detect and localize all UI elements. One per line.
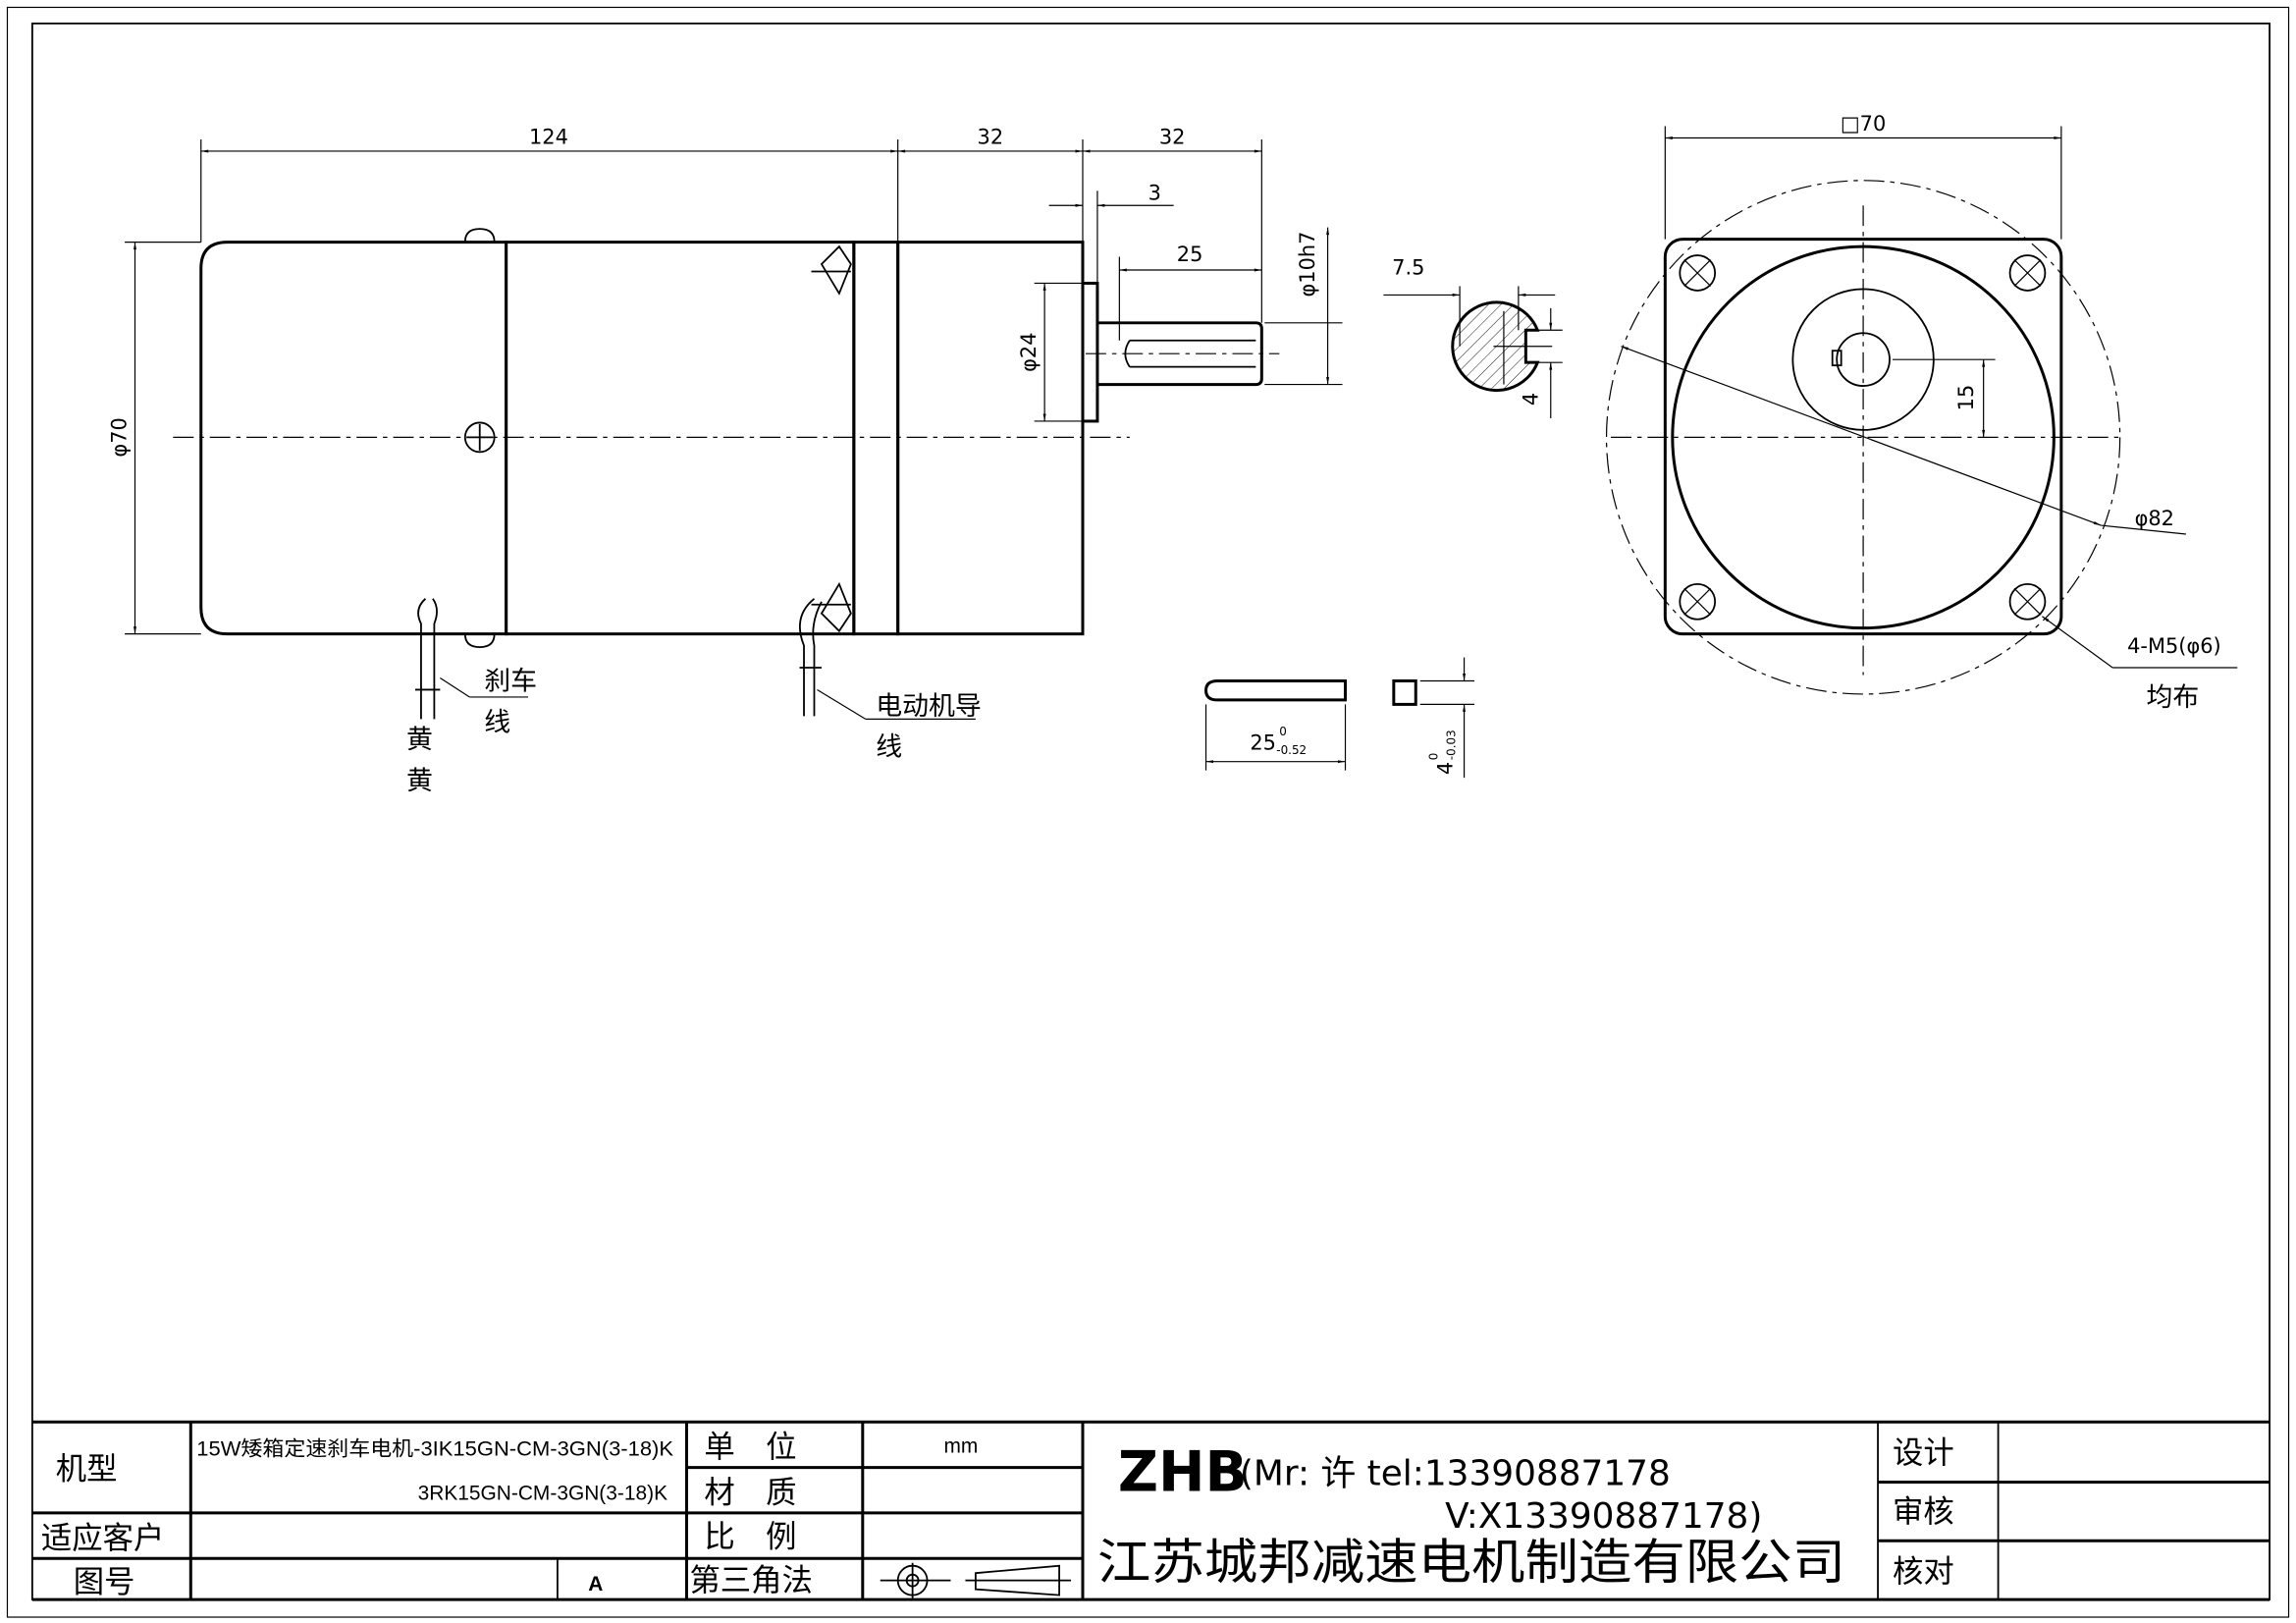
contact-line-1: (Mr: 许 tel:13390887178 (1240, 1454, 1671, 1494)
contact-line-2: V:X13390887178) (1445, 1496, 1762, 1537)
label-motor-lead-2: 线 (876, 732, 902, 763)
dim-key-width-upper: 0 (1427, 753, 1441, 761)
dim-key-length-lower: -0.52 (1276, 743, 1307, 757)
dim-square-70: □70 (1841, 112, 1886, 135)
mounting-hole (2008, 254, 2047, 292)
dim-holes: 4-M5(φ6) (2127, 634, 2221, 658)
dim-32-gearbox: 32 (978, 125, 1004, 148)
customer-label: 适应客户 (41, 1521, 165, 1556)
dim-phi10h7: φ10h7 (1296, 232, 1319, 298)
company-name: 江苏城邦减速电机制造有限公司 (1097, 1534, 1845, 1591)
shaft-section: 7.5 4 (1383, 255, 1563, 418)
drawing-no-label: 图号 (74, 1565, 135, 1600)
scale-label: 比 例 (704, 1519, 796, 1554)
brand: ZHB (1118, 1439, 1248, 1504)
check-label: 核对 (1893, 1554, 1954, 1590)
model-line-2: 3RK15GN-CM-3GN(3-18)K (418, 1482, 667, 1504)
model-line-1: 15W矮箱定速刹车电机-3IK15GN-CM-3GN(3-18)K (196, 1438, 673, 1461)
dim-25: 25 (1177, 243, 1203, 266)
mounting-hole (2008, 582, 2047, 621)
dim-key-width-lower: -0.03 (1445, 730, 1459, 760)
label-brake-line: 刹车 (484, 666, 537, 696)
dim-phi82: φ82 (2135, 507, 2174, 530)
front-view: □70 15 φ82 4-M5(φ6) 均布 (1605, 112, 2238, 713)
dim-3: 3 (1148, 181, 1161, 204)
material-label: 材 质 (704, 1475, 796, 1510)
label-motor-lead: 电动机导 (876, 691, 982, 722)
dim-4-keyway: 4 (1519, 393, 1542, 406)
motor-wire (798, 598, 823, 717)
title-block: 机型 15W矮箱定速刹车电机-3IK15GN-CM-3GN(3-18)K 3RK… (31, 1420, 2270, 1601)
mounting-hole (1679, 254, 1717, 292)
screw-icon (463, 421, 496, 454)
dim-key-length: 25 (1250, 731, 1276, 755)
outer-border (6, 6, 2290, 1618)
gearbox (896, 241, 1085, 636)
dim-32-shaft: 32 (1159, 125, 1186, 148)
dim-15: 15 (1954, 385, 1978, 411)
unit-label: 单 位 (704, 1430, 796, 1465)
gearbox-flange (852, 241, 900, 636)
motor-body (505, 241, 856, 636)
dim-key-length-upper: 0 (1279, 725, 1287, 738)
label-evenly-spaced: 均布 (2147, 682, 2200, 713)
motor-rear-cap (199, 241, 508, 636)
side-view: 124 32 32 3 25 φ70 φ24 φ10h7 刹车 线 黄 黄 电动… (108, 125, 1343, 796)
dim-124: 124 (529, 125, 568, 148)
dim-phi24: φ24 (1017, 332, 1041, 371)
label-yellow-2: 黄 (406, 766, 433, 796)
key-detail: 25 0 -0.52 4 0 -0.03 (1204, 657, 1475, 779)
revision: A (588, 1573, 603, 1596)
review-label: 审核 (1893, 1494, 1954, 1530)
dim-phi70: φ70 (108, 417, 132, 457)
dim-7-5: 7.5 (1392, 255, 1424, 279)
brake-wire (414, 598, 441, 720)
label-yellow-1: 黄 (406, 725, 433, 755)
projection-label: 第三角法 (689, 1563, 813, 1598)
mounting-hole (1679, 582, 1717, 621)
unit-value: mm (944, 1435, 979, 1458)
label-brake-line-2: 线 (484, 707, 510, 737)
third-angle-projection-icon (880, 1562, 1072, 1598)
design-label: 设计 (1893, 1435, 1954, 1471)
model-label: 机型 (56, 1452, 118, 1488)
dim-key-width: 4 (1434, 762, 1458, 775)
shaft-boss (1081, 281, 1099, 423)
